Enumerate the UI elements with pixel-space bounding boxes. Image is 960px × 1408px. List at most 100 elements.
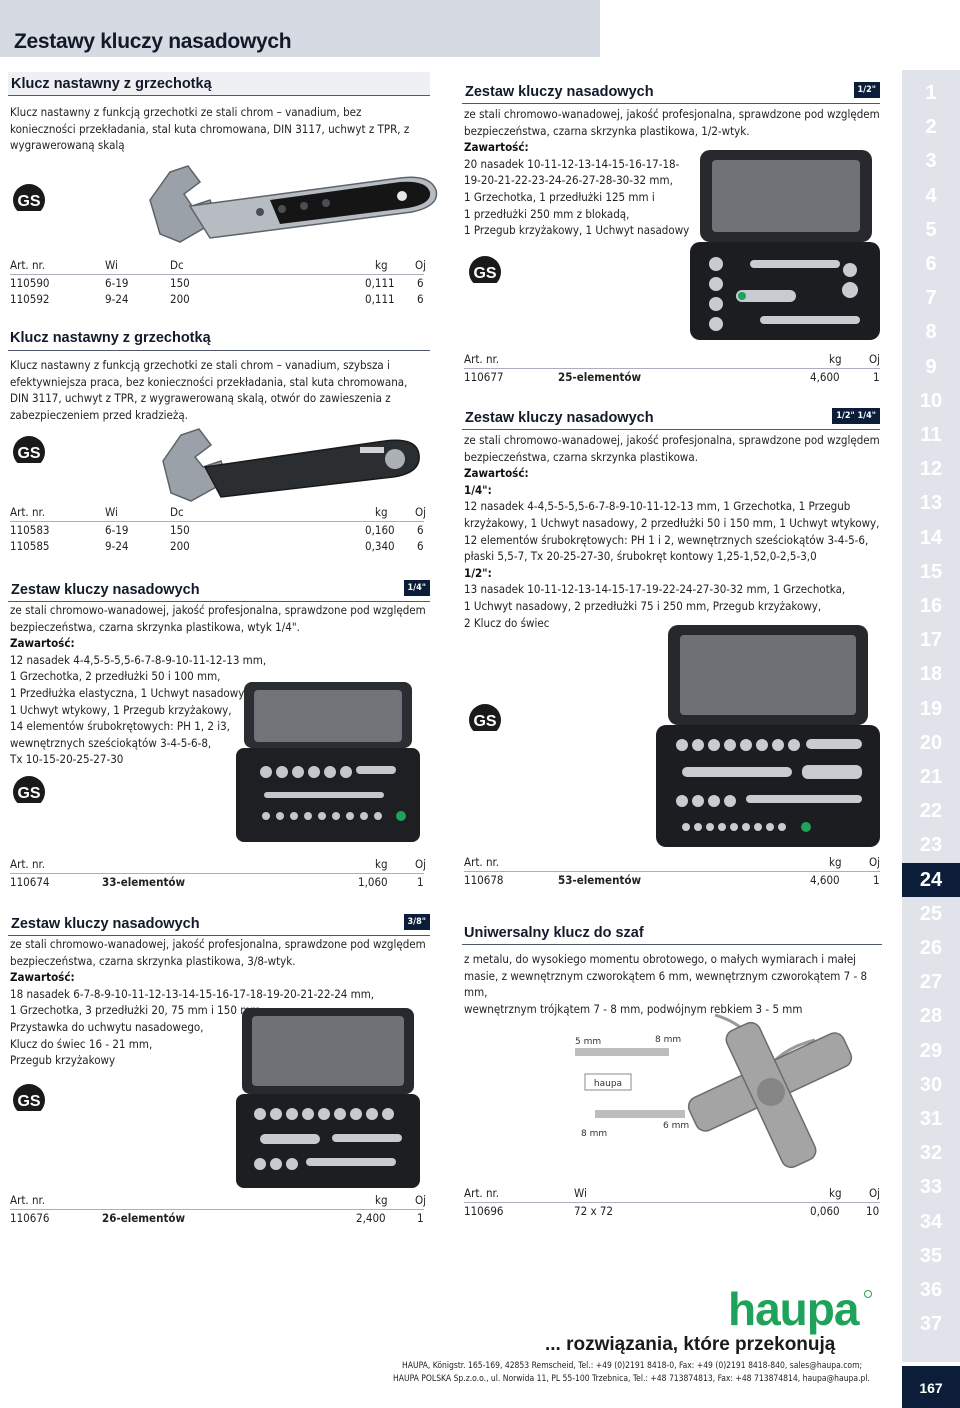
divider <box>464 1202 880 1203</box>
gs-certification-icon: GS <box>13 436 45 469</box>
nav-chapter-4[interactable]: 4 <box>925 184 937 207</box>
list-item: wewnętrznych sześciokątów 3-4-5-6-8, <box>10 735 212 750</box>
set14-12-desc: ze stali chromowo-wanadowej, jakość prof… <box>464 433 880 630</box>
nav-chapter-32[interactable]: 32 <box>919 1142 943 1165</box>
svg-text:GS: GS <box>17 785 40 802</box>
nav-chapter-33[interactable]: 33 <box>919 1176 943 1199</box>
nav-chapter-31[interactable]: 31 <box>919 1108 943 1130</box>
nav-chapter-29[interactable]: 29 <box>919 1039 943 1062</box>
nav-chapter-12[interactable]: 12 <box>919 458 943 481</box>
list-item: Przegub krzyżakowy <box>10 1053 116 1068</box>
list-item: Tx 10-15-20-25-27-30 <box>10 752 124 767</box>
nav-chapter-20[interactable]: 20 <box>919 731 943 754</box>
table-row: 110583 6-19 150 0,160 6 <box>10 523 424 537</box>
list-item: 1 Grzechotka, 3 przedłużki 20, 75 mm i 1… <box>10 1003 264 1018</box>
list-item: 1 Przegub krzyżakowy, 1 Uchwyt nasadowy <box>464 223 690 238</box>
drive-size-badge: 1/2" 1/4" <box>832 408 880 424</box>
nav-chapter-11[interactable]: 11 <box>920 424 942 446</box>
list-item: 12 elementów śrubokrętowych: PH 1 i 2, w… <box>464 532 869 547</box>
svg-text:5 mm: 5 mm <box>575 1037 601 1047</box>
divider <box>10 274 424 275</box>
nav-chapter-2[interactable]: 2 <box>925 116 937 139</box>
list-item: 1 Przedłużka elastyczna, 1 Uchwyt nasado… <box>10 685 248 700</box>
svg-text:GS: GS <box>17 1093 40 1110</box>
gs-certification-icon: GS <box>469 704 501 737</box>
nav-chapter-5[interactable]: 5 <box>925 218 937 241</box>
list-item: 20 nasadek 10-11-12-13-14-15-16-17-18- <box>464 156 680 171</box>
list-item: 1 Uchwyt nasadowy, 2 przedłużki 75 i 250… <box>464 598 822 613</box>
nav-chapter-7[interactable]: 7 <box>925 287 937 310</box>
socket-set-case-image <box>690 150 880 340</box>
gs-certification-icon: GS <box>13 776 45 809</box>
nav-chapter-17[interactable]: 17 <box>919 629 943 652</box>
nav-chapter-14[interactable]: 14 <box>919 526 943 549</box>
nav-chapter-13[interactable]: 13 <box>919 492 943 515</box>
svg-text:8 mm: 8 mm <box>581 1129 607 1139</box>
nav-chapter-8[interactable]: 8 <box>925 321 937 344</box>
divider <box>10 873 424 874</box>
list-item: masie, z wewnętrznym czworokątem 6 mm, w… <box>464 968 868 1000</box>
nav-chapter-1[interactable]: 1 <box>925 82 937 104</box>
nav-chapter-10[interactable]: 10 <box>919 389 943 412</box>
page-number: 167 <box>902 1366 960 1408</box>
nav-chapter-26[interactable]: 26 <box>919 937 943 959</box>
list-item: 12 nasadek 4-4,5-5-5,5-6-7-8-9-10-11-12-… <box>464 499 851 514</box>
list-item: krzyżakowy, 1 Uchwyt nasadowy, 2 przedłu… <box>464 515 880 530</box>
list-item: 2 Klucz do świec <box>464 615 550 630</box>
nav-chapter-3[interactable]: 3 <box>925 150 937 173</box>
nav-chapter-18[interactable]: 18 <box>919 663 943 686</box>
nav-chapter-37[interactable]: 37 <box>919 1313 943 1336</box>
nav-chapter-28[interactable]: 28 <box>919 1005 943 1028</box>
footer-address-de: HAUPA, Königstr. 165-169, 42853 Remschei… <box>402 1361 863 1371</box>
nav-chapter-16[interactable]: 16 <box>919 595 943 617</box>
socket-set-case-image <box>236 682 420 842</box>
list-item: 1 Uchwyt wtykowy, 1 Przegub krzyżakowy, <box>10 702 232 717</box>
set14-12-table-header: Art. nr. kg Oj <box>464 855 881 869</box>
nav-chapter-9[interactable]: 9 <box>925 355 937 378</box>
table-row: 110696 72 x 72 0,060 10 <box>464 1204 880 1218</box>
page-header: Zestawy kluczy nasadowych <box>0 0 600 57</box>
wrench2-table-header: Art. nr. Wi Dc kg Oj <box>10 505 427 519</box>
nav-chapter-6[interactable]: 6 <box>925 253 937 275</box>
divider <box>10 521 424 522</box>
cabinet-key-section: Uniwersalny klucz do szaf z metalu, do w… <box>462 922 882 1017</box>
nav-chapter-35[interactable]: 35 <box>919 1244 943 1267</box>
drive-size-badge: 3/8" <box>403 914 430 930</box>
divider <box>464 368 880 369</box>
divider <box>10 1209 424 1210</box>
wrench2-title: Klucz nastawny z grzechotką <box>8 330 430 351</box>
wrench1-title: Klucz nastawny z grzechotką <box>11 76 212 92</box>
registered-mark-icon <box>864 1290 872 1298</box>
nav-chapter-24[interactable]: 24 <box>902 862 960 897</box>
list-item: 14 elementów śrubokrętowych: PH 1, 2 i3, <box>10 719 230 734</box>
set14-desc: ze stali chromowo-wanadowej, jakość prof… <box>10 602 430 768</box>
nav-chapter-25[interactable]: 25 <box>919 902 943 925</box>
gs-certification-icon: GS <box>10 180 50 220</box>
wrench2-desc: Klucz nastawny z funkcją grzechotki ze s… <box>10 358 408 422</box>
cabinet-key-desc: z metalu, do wysokiego momentu obrotoweg… <box>462 951 880 1017</box>
socket-set-case-image <box>656 625 880 847</box>
set38-desc: ze stali chromowo-wanadowej, jakość prof… <box>10 936 430 1069</box>
nav-chapter-21[interactable]: 21 <box>919 766 943 788</box>
nav-chapter-27[interactable]: 27 <box>919 971 943 994</box>
adjustable-wrench-image <box>149 165 438 243</box>
list-item: 1 przedłużki 250 mm z blokadą, <box>464 206 630 221</box>
svg-text:GS: GS <box>17 445 40 462</box>
cabinet-table-header: Art. nr. Wi kg Oj <box>464 1186 881 1200</box>
list-item: 1 Grzechotka, 1 przedłużki 125 mm i <box>464 189 655 204</box>
svg-text:6 mm: 6 mm <box>663 1121 689 1131</box>
nav-chapter-15[interactable]: 15 <box>919 560 943 583</box>
nav-chapter-19[interactable]: 19 <box>919 697 943 720</box>
gs-certification-icon: GS <box>13 1084 45 1117</box>
nav-chapter-22[interactable]: 22 <box>919 800 943 823</box>
svg-text:GS: GS <box>473 713 496 730</box>
nav-chapter-34[interactable]: 34 <box>919 1210 943 1233</box>
haupa-logo: haupa <box>728 1283 859 1335</box>
nav-chapter-23[interactable]: 23 <box>919 834 943 857</box>
nav-chapter-36[interactable]: 36 <box>919 1279 943 1301</box>
nav-chapter-30[interactable]: 30 <box>919 1073 943 1096</box>
list-item: płaski 5,5-7, Tx 20-25-27-30, śrubokręt … <box>464 549 817 564</box>
wrench1-desc: Klucz nastawny z funkcją grzechotki ze s… <box>10 105 410 153</box>
set12-desc: ze stali chromowo-wanadowej, jakość prof… <box>464 107 880 238</box>
list-item: Klucz do świec 16 - 21 mm, <box>10 1036 153 1051</box>
